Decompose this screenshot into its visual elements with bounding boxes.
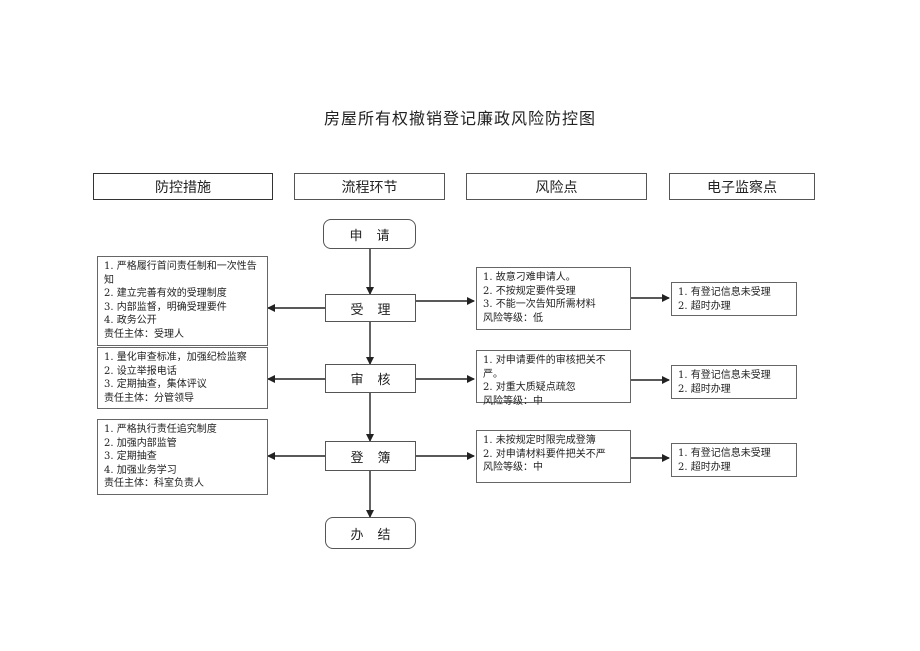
monitor-line: 1. 有登记信息未受理 <box>678 370 771 381</box>
step-review: 审核 <box>325 364 416 393</box>
risk-box-review: 1. 对申请要件的审核把关不严。 2. 对重大质疑点疏忽 风险等级：中 <box>476 350 631 407</box>
measure-line: 1. 严格执行责任追究制度 <box>104 424 217 435</box>
step-accept: 受理 <box>325 294 416 322</box>
risk-line: 2. 对重大质疑点疏忽 <box>483 382 576 393</box>
measure-line: 1. 严格履行首问责任制和一次性告知 <box>104 261 257 286</box>
measure-line: 4. 加强业务学习 <box>104 464 177 476</box>
measure-line: 2. 建立完善有效的受理制度 <box>104 288 227 299</box>
measure-line: 2. 加强内部监管 <box>104 437 177 449</box>
monitor-line: 1. 有登记信息未受理 <box>678 287 771 298</box>
measure-line: 3. 定期抽查，集体评议 <box>104 379 207 390</box>
risk-line: 1. 对申请要件的审核把关不严。 <box>483 355 606 380</box>
measure-line: 2. 设立举报电话 <box>104 365 177 377</box>
risk-line: 2. 对申请材料要件把关不严 <box>483 448 606 460</box>
risk-line: 1. 故意刁难申请人。 <box>483 272 576 283</box>
measure-line: 4. 政务公开 <box>104 315 157 326</box>
monitor-line: 1. 有登记信息未受理 <box>678 448 771 459</box>
monitor-box-review: 1. 有登记信息未受理 2. 超时办理 <box>671 365 797 399</box>
step-register: 登簿 <box>325 441 416 471</box>
measures-box-accept: 1. 严格履行首问责任制和一次性告知 2. 建立完善有效的受理制度 3. 内部监… <box>97 256 268 346</box>
header-risk: 风险点 <box>466 173 647 200</box>
risk-line: 风险等级：中 <box>483 395 543 407</box>
measure-line: 责任主体：科室负责人 <box>104 478 204 489</box>
step-complete: 办结 <box>325 517 416 549</box>
measure-line: 1. 量化审查标准，加强纪检监察 <box>104 352 247 363</box>
risk-line: 3. 不能一次告知所需材料 <box>483 299 596 310</box>
header-process: 流程环节 <box>294 173 445 200</box>
monitor-line: 2. 超时办理 <box>678 300 731 312</box>
measure-line: 3. 内部监督，明确受理要件 <box>104 301 227 313</box>
page-title: 房屋所有权撤销登记廉政风险防控图 <box>323 109 596 128</box>
header-monitor: 电子监察点 <box>669 173 815 200</box>
risk-line: 2. 不按规定要件受理 <box>483 285 576 297</box>
measure-line: 责任主体：分管领导 <box>104 392 194 404</box>
measures-box-register: 1. 严格执行责任追究制度 2. 加强内部监管 3. 定期抽查 4. 加强业务学… <box>97 419 268 495</box>
measure-line: 3. 定期抽查 <box>104 451 157 462</box>
risk-line: 风险等级：低 <box>483 312 543 324</box>
monitor-box-register: 1. 有登记信息未受理 2. 超时办理 <box>671 443 797 477</box>
risk-line: 1. 未按规定时限完成登簿 <box>483 435 596 446</box>
monitor-line: 2. 超时办理 <box>678 383 731 395</box>
header-measures: 防控措施 <box>93 173 273 200</box>
risk-box-register: 1. 未按规定时限完成登簿 2. 对申请材料要件把关不严 风险等级：中 <box>476 430 631 483</box>
monitor-box-accept: 1. 有登记信息未受理 2. 超时办理 <box>671 282 797 316</box>
step-apply: 申请 <box>323 219 416 249</box>
measure-line: 责任主体：受理人 <box>104 328 184 340</box>
risk-box-accept: 1. 故意刁难申请人。 2. 不按规定要件受理 3. 不能一次告知所需材料 风险… <box>476 267 631 330</box>
monitor-line: 2. 超时办理 <box>678 461 731 473</box>
measures-box-review: 1. 量化审查标准，加强纪检监察 2. 设立举报电话 3. 定期抽查，集体评议 … <box>97 347 268 409</box>
risk-line: 风险等级：中 <box>483 462 543 473</box>
